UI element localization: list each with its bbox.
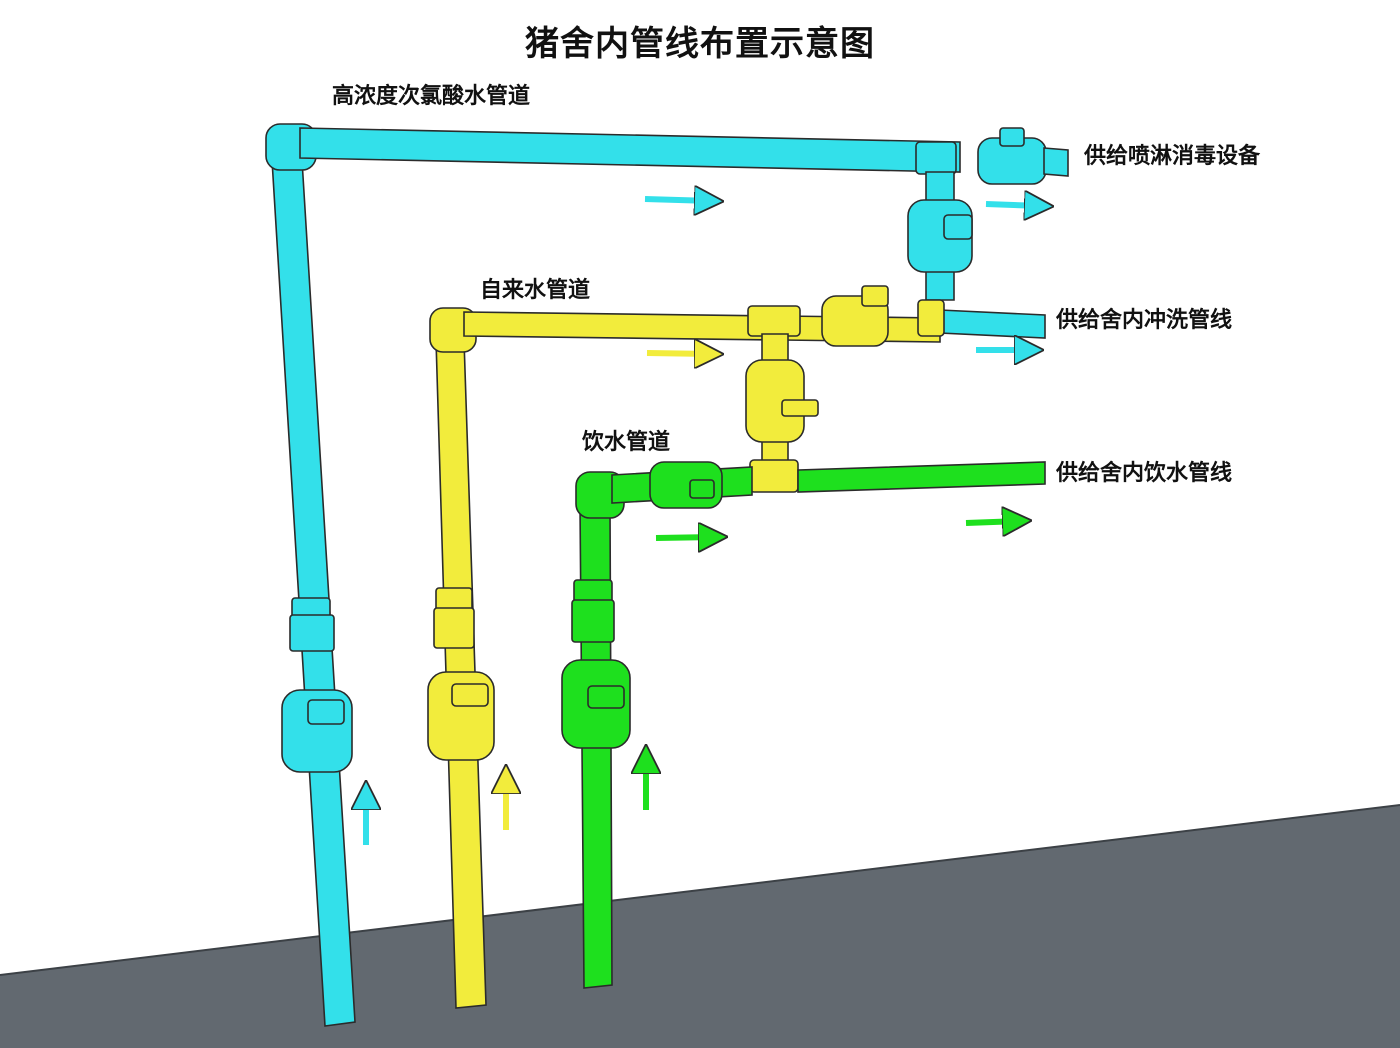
spray-valve-handle (999, 127, 1025, 147)
page-title: 猪舍内管线布置示意图 (525, 24, 875, 64)
flush-tee (747, 305, 801, 337)
spray-supply-label: 供给喷淋消毒设备 (1084, 144, 1261, 169)
flow-arrows (366, 199, 1042, 845)
tap-water-pipe (427, 285, 945, 1009)
flow-arrow-yellow-main (646, 353, 712, 354)
drinking-supply-label: 供给舍内饮水管线 (1056, 461, 1233, 486)
flow-arrow-green-outlet (965, 521, 1020, 523)
yellow-drop-valve-handle (781, 399, 819, 417)
tap-water-pipe-label: 自来水管道 (480, 278, 591, 303)
flow-arrow-cyan-main (644, 199, 712, 201)
cyan-drop-valve-handle (943, 214, 973, 240)
floor (0, 805, 1400, 1048)
hypochlorite-main (299, 127, 961, 173)
hypochlorite-pipe (265, 123, 1069, 1027)
hypochlorite-coupling-2 (289, 614, 335, 652)
drinking-water-pipe-label: 饮水管道 (582, 430, 671, 455)
flush-outlet (939, 309, 1046, 339)
flush-valve-body (821, 295, 889, 347)
hypochlorite-valve-handle (307, 699, 345, 725)
drinking-outlet (797, 461, 1046, 493)
flush-valve-handle (861, 285, 889, 307)
hypochlorite-pipe-label: 高浓度次氯酸水管道 (332, 84, 531, 109)
flush-joint (917, 299, 945, 337)
flush-supply-label: 供给舍内冲洗管线 (1056, 308, 1233, 333)
tap-water-coupling-2 (433, 607, 475, 649)
wall-floor-edge (0, 804, 1400, 976)
drink-tee (749, 459, 799, 493)
spray-outlet (1043, 147, 1069, 177)
drinking-inline-valve-handle (689, 479, 715, 499)
flow-arrow-cyan-spray (985, 204, 1042, 206)
drinking-coupling-2 (571, 599, 615, 643)
hypochlorite-riser (271, 159, 356, 1027)
spray-tee (915, 141, 957, 175)
flow-arrow-green-main (655, 537, 716, 538)
drinking-water-pipe (561, 461, 1046, 989)
tap-water-valve-handle (451, 683, 489, 707)
drinking-valve-handle (587, 685, 625, 709)
